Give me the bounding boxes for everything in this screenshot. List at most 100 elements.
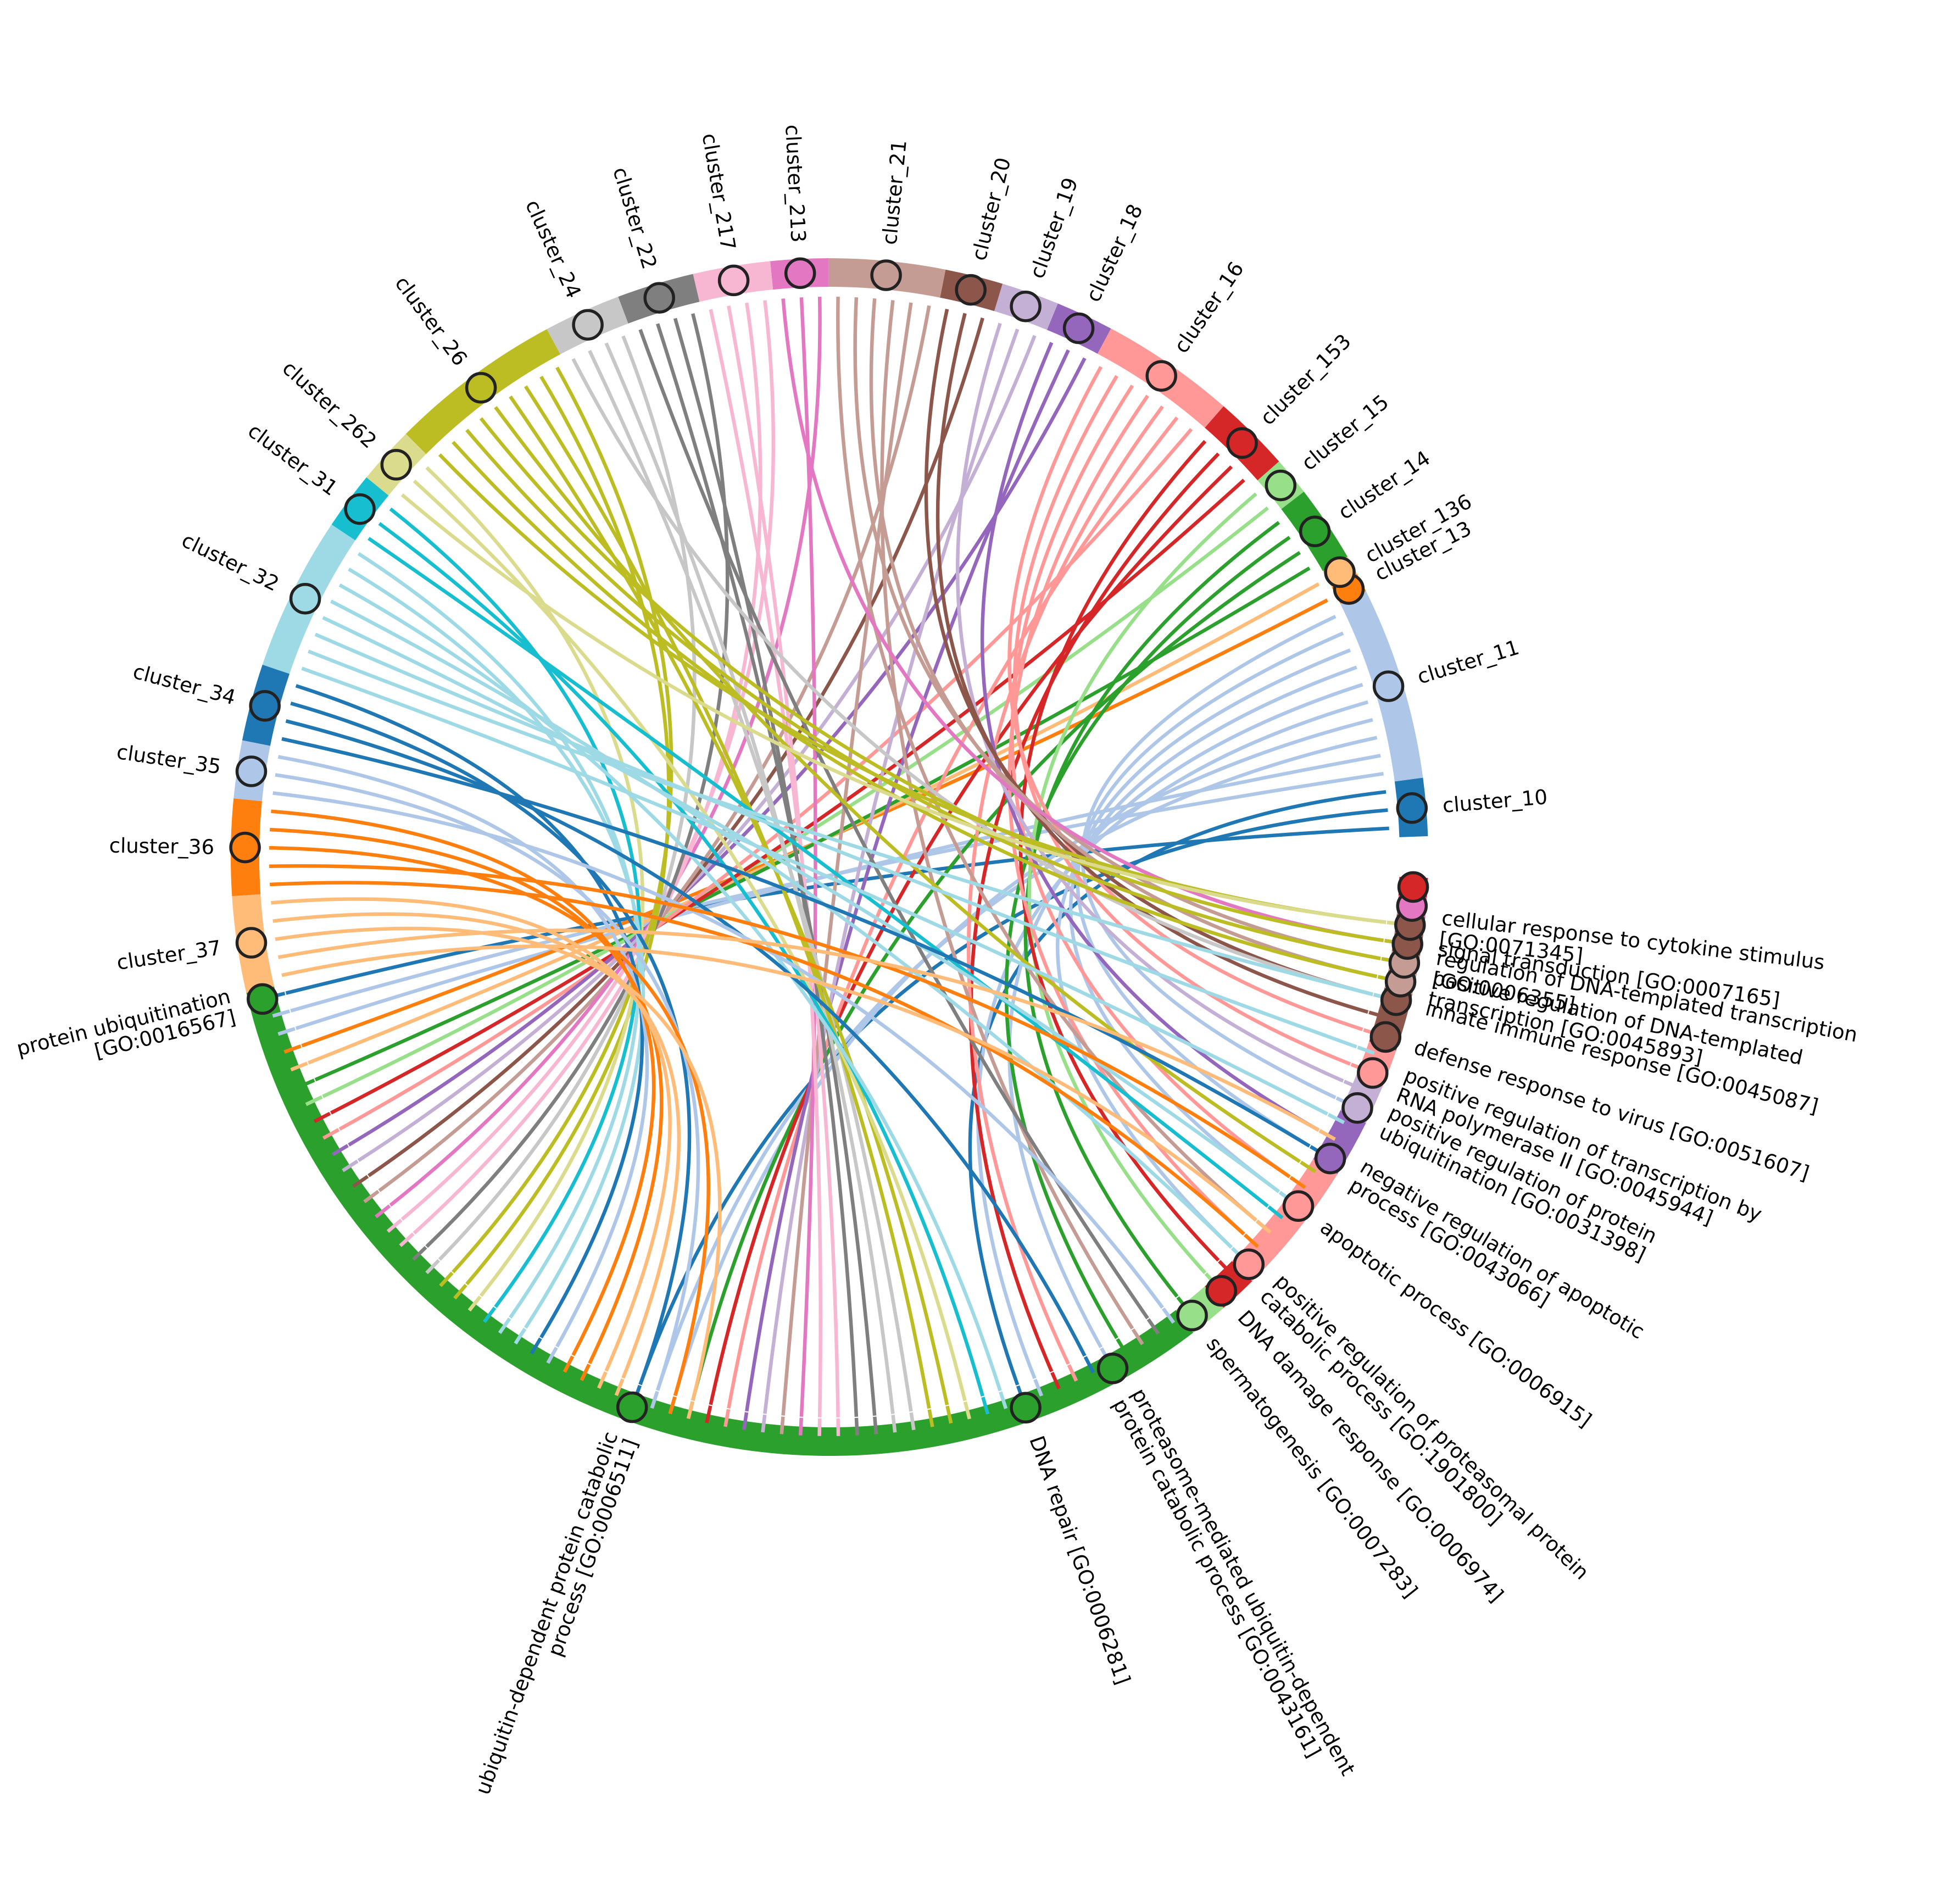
chord-link bbox=[465, 429, 1381, 960]
cluster-label: cluster_14 bbox=[1334, 446, 1434, 524]
link-tick bbox=[399, 1232, 415, 1247]
link-tick bbox=[272, 1009, 291, 1018]
chord-link bbox=[966, 405, 1164, 1365]
link-tick bbox=[363, 1189, 380, 1204]
link-tick bbox=[1289, 1176, 1306, 1189]
cluster-node bbox=[955, 274, 987, 306]
chord-link bbox=[389, 507, 642, 1308]
term-label: protein ubiquitination[GO:0016567] bbox=[14, 985, 238, 1081]
chord-link bbox=[270, 827, 664, 1365]
chord-link bbox=[968, 790, 1387, 1386]
link-tick bbox=[723, 1409, 731, 1427]
chord-link bbox=[571, 358, 1373, 997]
chord-link bbox=[709, 309, 840, 1417]
link-tick bbox=[597, 1371, 608, 1389]
cluster-node bbox=[344, 493, 376, 525]
chord-link bbox=[509, 395, 949, 1405]
term-label: positive regulation of proteasomal prote… bbox=[1255, 1269, 1594, 1599]
chord-link bbox=[479, 417, 1384, 943]
chord-link bbox=[314, 632, 1357, 1049]
link-tick bbox=[425, 1259, 441, 1275]
link-tick bbox=[1146, 1318, 1160, 1335]
link-tick bbox=[1050, 1371, 1061, 1389]
term-node bbox=[1397, 871, 1429, 903]
cluster-node bbox=[1265, 469, 1297, 502]
link-tick bbox=[342, 1159, 359, 1172]
chord-link bbox=[275, 926, 722, 1401]
cluster-label: cluster_31 bbox=[243, 419, 342, 500]
term-label: proteasome-mediated ubiquitin-dependentp… bbox=[1108, 1384, 1360, 1790]
link-tick bbox=[1300, 1160, 1317, 1173]
link-tick bbox=[909, 1412, 916, 1431]
term-node bbox=[1096, 1353, 1129, 1384]
cluster-node bbox=[572, 309, 604, 341]
link-tick bbox=[963, 1401, 971, 1420]
chord-link bbox=[378, 522, 984, 1397]
link-tick bbox=[668, 1396, 677, 1415]
cluster-node bbox=[289, 582, 321, 615]
chord-link bbox=[465, 375, 671, 1286]
cluster-node bbox=[380, 449, 413, 481]
cluster-node bbox=[1299, 515, 1331, 548]
link-tick bbox=[322, 1128, 340, 1140]
link-tick bbox=[999, 1391, 1008, 1409]
cluster-label: cluster_15 bbox=[1297, 390, 1393, 475]
link-tick bbox=[439, 1271, 454, 1287]
term-label: ubiquitin-dependent protein catabolicpro… bbox=[471, 1428, 643, 1805]
term-node bbox=[1341, 1092, 1373, 1124]
chord-link bbox=[281, 944, 1257, 1222]
link-tick bbox=[614, 1378, 625, 1397]
chord-link bbox=[452, 441, 1378, 978]
chord-link bbox=[330, 599, 1233, 1249]
cluster-node bbox=[235, 755, 268, 787]
chord-link bbox=[348, 568, 645, 1329]
link-tick bbox=[927, 1409, 934, 1427]
term-node bbox=[247, 983, 279, 1015]
chord-link bbox=[277, 928, 1320, 1132]
chord-link bbox=[1007, 366, 1363, 1031]
chord-link bbox=[322, 506, 1269, 1098]
chord-link bbox=[691, 550, 1301, 1401]
chord-link bbox=[781, 298, 1384, 943]
link-tick bbox=[686, 1401, 694, 1419]
cluster-label: cluster_16 bbox=[1170, 258, 1249, 358]
cluster-label: cluster_24 bbox=[521, 196, 586, 302]
link-tick bbox=[482, 1306, 497, 1323]
link-tick bbox=[1327, 1113, 1345, 1125]
link-tick bbox=[1131, 1328, 1144, 1345]
link-tick bbox=[283, 1044, 302, 1054]
cluster-node bbox=[249, 690, 281, 722]
link-tick bbox=[1243, 1233, 1259, 1248]
link-tick bbox=[530, 1337, 542, 1355]
link-tick bbox=[945, 1405, 953, 1424]
chord-link bbox=[269, 846, 710, 1397]
cluster-label: cluster_32 bbox=[178, 529, 283, 596]
cluster-label: cluster_19 bbox=[1025, 175, 1083, 282]
link-tick bbox=[742, 1412, 749, 1430]
ribbon-layer bbox=[269, 297, 1389, 1417]
link-tick bbox=[332, 1144, 349, 1156]
link-tick bbox=[546, 1347, 558, 1364]
cluster-label: cluster_20 bbox=[967, 155, 1015, 263]
cluster-label: cluster_153 bbox=[1256, 330, 1356, 430]
chord-link bbox=[727, 416, 1179, 1409]
chord-link bbox=[438, 335, 697, 1261]
link-tick bbox=[1357, 1045, 1375, 1055]
cluster-label: cluster_217 bbox=[698, 132, 740, 252]
chord-link bbox=[673, 718, 1373, 1397]
chord-link bbox=[853, 297, 1381, 960]
chord-link bbox=[1018, 440, 1220, 1262]
term-label: DNA repair [GO:0006281] bbox=[1024, 1433, 1135, 1688]
cluster-node bbox=[643, 282, 675, 314]
chord-link bbox=[368, 317, 984, 1177]
chord-link bbox=[270, 881, 1245, 1236]
cluster-label: cluster_26 bbox=[390, 272, 472, 370]
link-tick bbox=[761, 1414, 767, 1433]
cluster-label: cluster_10 bbox=[1441, 785, 1548, 817]
cluster-label: cluster_262 bbox=[278, 356, 381, 453]
link-tick bbox=[1161, 1307, 1176, 1324]
cluster-node bbox=[465, 372, 497, 404]
chord-link bbox=[781, 302, 913, 1416]
chord-link bbox=[400, 493, 1387, 924]
